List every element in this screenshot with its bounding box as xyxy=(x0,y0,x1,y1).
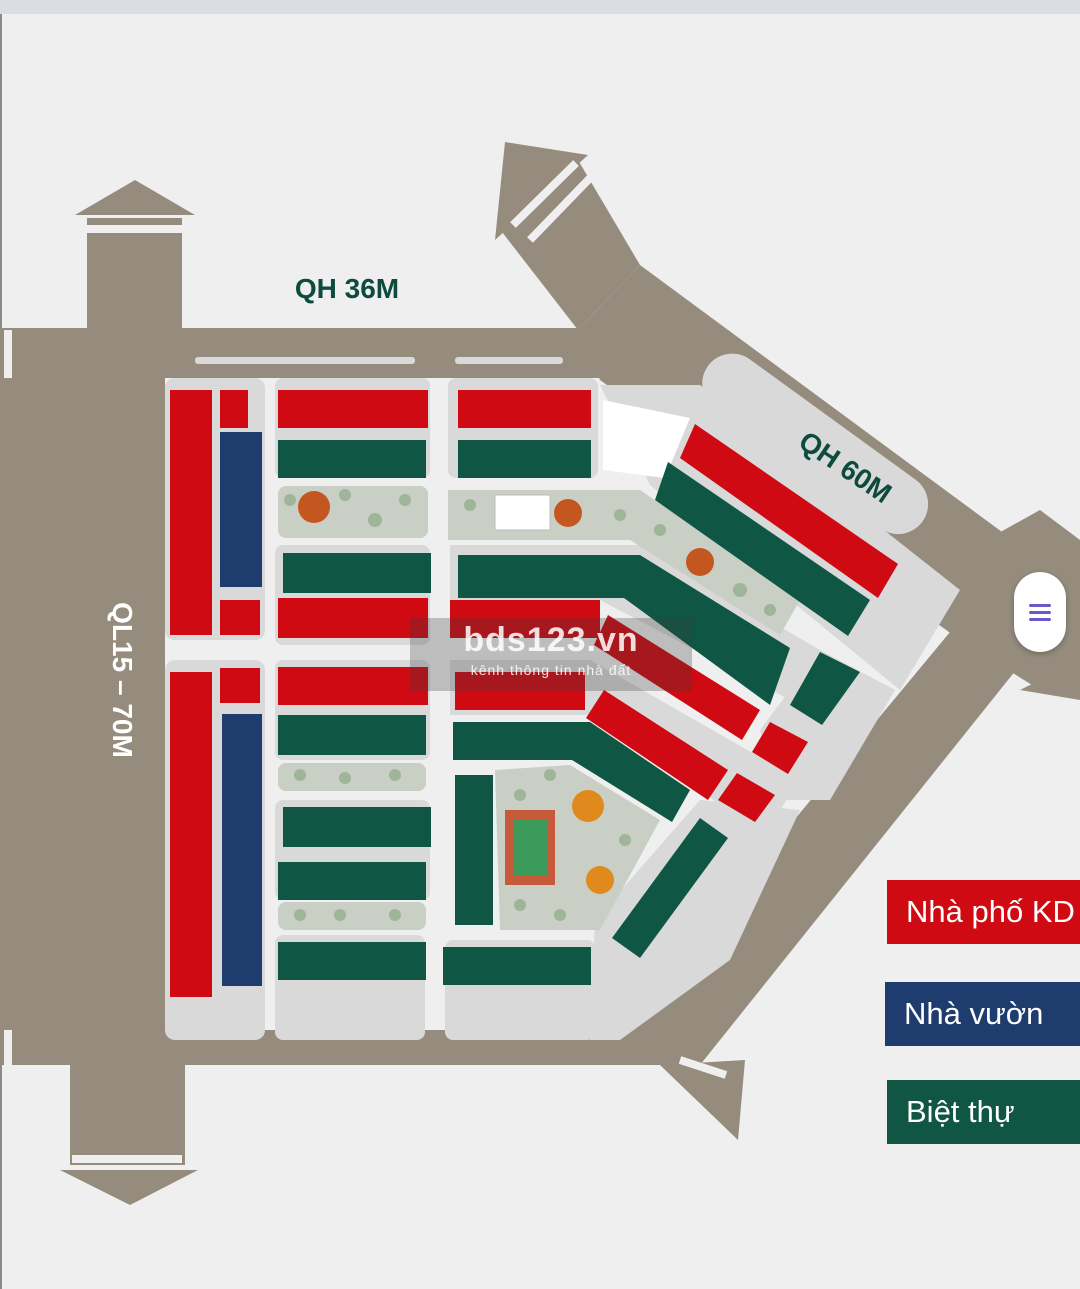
arrow-top-left xyxy=(75,180,195,215)
road-west xyxy=(0,328,165,1038)
arrow-bottom-left xyxy=(60,1170,198,1205)
lots-biet-thu xyxy=(278,440,870,985)
hamburger-menu-icon xyxy=(1029,603,1051,607)
legend-label: Nhà vườn xyxy=(904,996,1044,1031)
road-arrows xyxy=(60,142,1080,1205)
arrow-right xyxy=(1020,660,1080,700)
watermark: bds123.vn kênh thông tin nhà đất xyxy=(410,618,692,691)
legend-item-biet-thu: Biệt thự xyxy=(887,1080,1080,1144)
legend-label: Biệt thự xyxy=(906,1094,1015,1129)
lots-nha-pho-kd xyxy=(170,390,898,997)
legend-item-nha-pho-kd: Nhà phố KD xyxy=(887,880,1080,944)
legend-label: Nhà phố KD xyxy=(906,894,1075,929)
menu-button[interactable] xyxy=(1014,572,1066,652)
road-north xyxy=(0,328,620,378)
lots-nha-vuon xyxy=(220,432,262,986)
watermark-subtitle: kênh thông tin nhà đất xyxy=(470,662,632,678)
arrow-bottom-right xyxy=(660,1060,745,1140)
watermark-title: bds123.vn xyxy=(463,621,639,659)
road-label-ql15: QL15 – 70M xyxy=(107,602,138,758)
legend-item-nha-vuon: Nhà vườn xyxy=(885,982,1080,1046)
road-label-qh36m: QH 36M xyxy=(295,273,399,304)
road-network xyxy=(0,160,1080,1165)
parks xyxy=(278,400,800,930)
top-bar xyxy=(0,0,1080,14)
road-top-left-spur xyxy=(87,218,182,333)
